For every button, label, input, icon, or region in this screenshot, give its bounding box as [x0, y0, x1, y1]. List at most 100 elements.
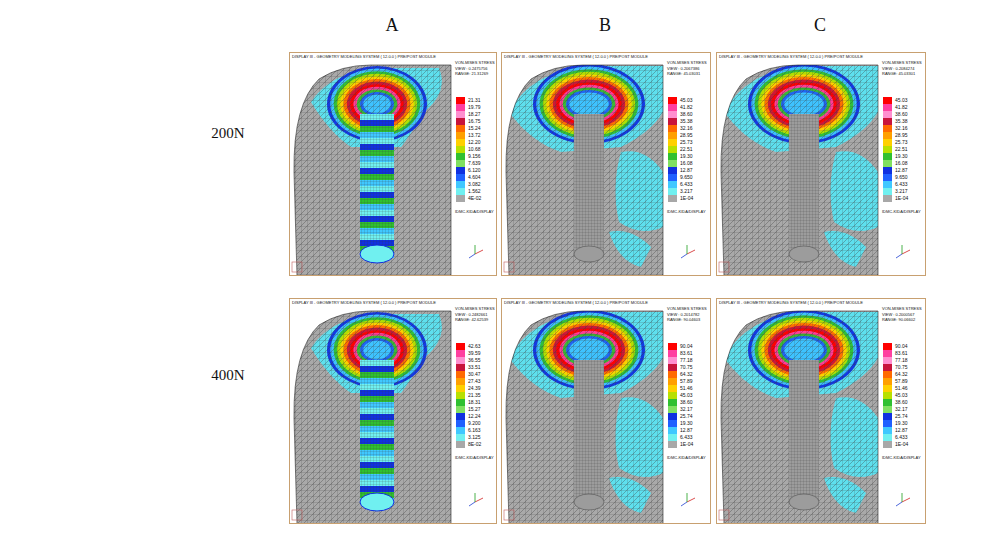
legend-swatch	[456, 441, 465, 448]
legend-value: 42.63	[468, 344, 481, 349]
legend-value: 9.156	[468, 154, 481, 159]
legend-value: 27.43	[468, 379, 481, 384]
legend-swatch	[456, 132, 465, 139]
legend-swatch	[668, 125, 677, 132]
legend-swatch	[668, 167, 677, 174]
legend-value: 4E-02	[468, 196, 481, 201]
axis-triad	[687, 245, 688, 254]
legend-value: 3.217	[895, 189, 908, 194]
axis-triad	[475, 498, 483, 502]
legend-value: 19.30	[680, 154, 693, 159]
legend-value: 19.30	[895, 154, 908, 159]
implant-apex	[574, 246, 604, 262]
legend-value: 9.650	[680, 175, 693, 180]
legend-swatch	[883, 174, 892, 181]
legend-value: 39.59	[468, 351, 481, 356]
mesh	[789, 114, 819, 254]
legend-value: 33.51	[468, 365, 481, 370]
legend-swatch	[456, 160, 465, 167]
logo-mark	[504, 510, 514, 520]
legend-swatch	[456, 406, 465, 413]
bone-section	[716, 52, 886, 276]
legend-swatch	[668, 188, 677, 195]
stress-plot	[501, 298, 711, 524]
bone-outline	[721, 311, 878, 524]
legend-swatch	[883, 392, 892, 399]
axis-triad	[687, 493, 688, 502]
column-header: A	[386, 15, 399, 36]
legend-swatch	[883, 125, 892, 132]
implant-apex	[574, 494, 604, 510]
bone-outline	[294, 311, 451, 524]
legend-value: 18.31	[468, 400, 481, 405]
plot-type: VON-MISES STRESS	[882, 61, 922, 65]
legend-value: 12.87	[680, 428, 693, 433]
row-label: 200N	[211, 125, 244, 142]
legend-value: 3.082	[468, 182, 481, 187]
legend-value: 32.16	[680, 126, 693, 131]
legend-swatch	[883, 420, 892, 427]
plot-title: DISPLAY III - GEOMETRY MODELING SYSTEM (…	[719, 301, 863, 305]
mesh	[360, 114, 394, 254]
system-id: IDMC-KIDA/DISPLAY	[455, 456, 494, 460]
range-value: RANGE: 45.03031	[667, 72, 700, 76]
range-value: RANGE: 90.06602	[882, 318, 915, 322]
stress-plot	[501, 52, 711, 276]
axis-triad	[469, 254, 475, 258]
legend-value: 19.30	[680, 421, 693, 426]
implant-apex	[789, 494, 819, 510]
legend-swatch	[668, 104, 677, 111]
legend-swatch	[883, 350, 892, 357]
legend-swatch	[456, 104, 465, 111]
legend-value: 12.87	[895, 428, 908, 433]
legend-value: 57.89	[680, 379, 693, 384]
plot-title: DISPLAY III - GEOMETRY MODELING SYSTEM (…	[292, 55, 436, 59]
legend-swatch	[883, 132, 892, 139]
axis-triad	[896, 254, 902, 258]
legend-value: 70.75	[680, 365, 693, 370]
axis-triad	[475, 250, 483, 254]
row-label: 400N	[211, 367, 244, 384]
legend-value: 15.24	[468, 126, 481, 131]
legend-swatch	[668, 441, 677, 448]
fea-panel: DISPLAY III - GEOMETRY MODELING SYSTEM (…	[289, 298, 497, 524]
legend-swatch	[456, 97, 465, 104]
axis-triad	[681, 502, 687, 506]
legend-value: 15.27	[468, 407, 481, 412]
legend-value: 21.35	[468, 393, 481, 398]
range-value: RANGE: 45.03301	[882, 72, 915, 76]
legend-value: 12.20	[468, 140, 481, 145]
bone-outline	[294, 65, 451, 276]
legend-swatch	[456, 378, 465, 385]
legend-value: 83.61	[895, 351, 908, 356]
view-value: VIEW : 0.2014782	[667, 313, 699, 317]
stress-plot	[716, 52, 926, 276]
mesh	[501, 52, 671, 276]
legend-value: 77.18	[680, 358, 693, 363]
legend-swatch	[883, 371, 892, 378]
legend-value: 12.24	[468, 414, 481, 419]
view-value: VIEW : 0.2084274	[882, 67, 914, 71]
legend-value: 25.73	[680, 140, 693, 145]
bone-section	[289, 52, 459, 276]
legend-value: 45.03	[895, 393, 908, 398]
logo-mark	[719, 262, 729, 272]
legend-swatch	[456, 385, 465, 392]
legend-swatch	[668, 406, 677, 413]
legend-swatch	[668, 357, 677, 364]
legend-swatch	[883, 97, 892, 104]
fea-panel: DISPLAY III - GEOMETRY MODELING SYSTEM (…	[289, 52, 497, 276]
legend-value: 21.31	[468, 98, 481, 103]
legend-swatch	[456, 392, 465, 399]
fea-panel: DISPLAY III - GEOMETRY MODELING SYSTEM (…	[501, 52, 711, 276]
legend-swatch	[883, 104, 892, 111]
legend-swatch	[456, 357, 465, 364]
legend-value: 25.74	[895, 414, 908, 419]
bone-section	[716, 298, 886, 524]
legend-value: 12.87	[680, 168, 693, 173]
legend-value: 1E-04	[680, 442, 693, 447]
legend-value: 7.639	[468, 161, 481, 166]
legend-value: 6.163	[468, 428, 481, 433]
legend-value: 32.17	[895, 407, 908, 412]
legend-swatch	[668, 392, 677, 399]
